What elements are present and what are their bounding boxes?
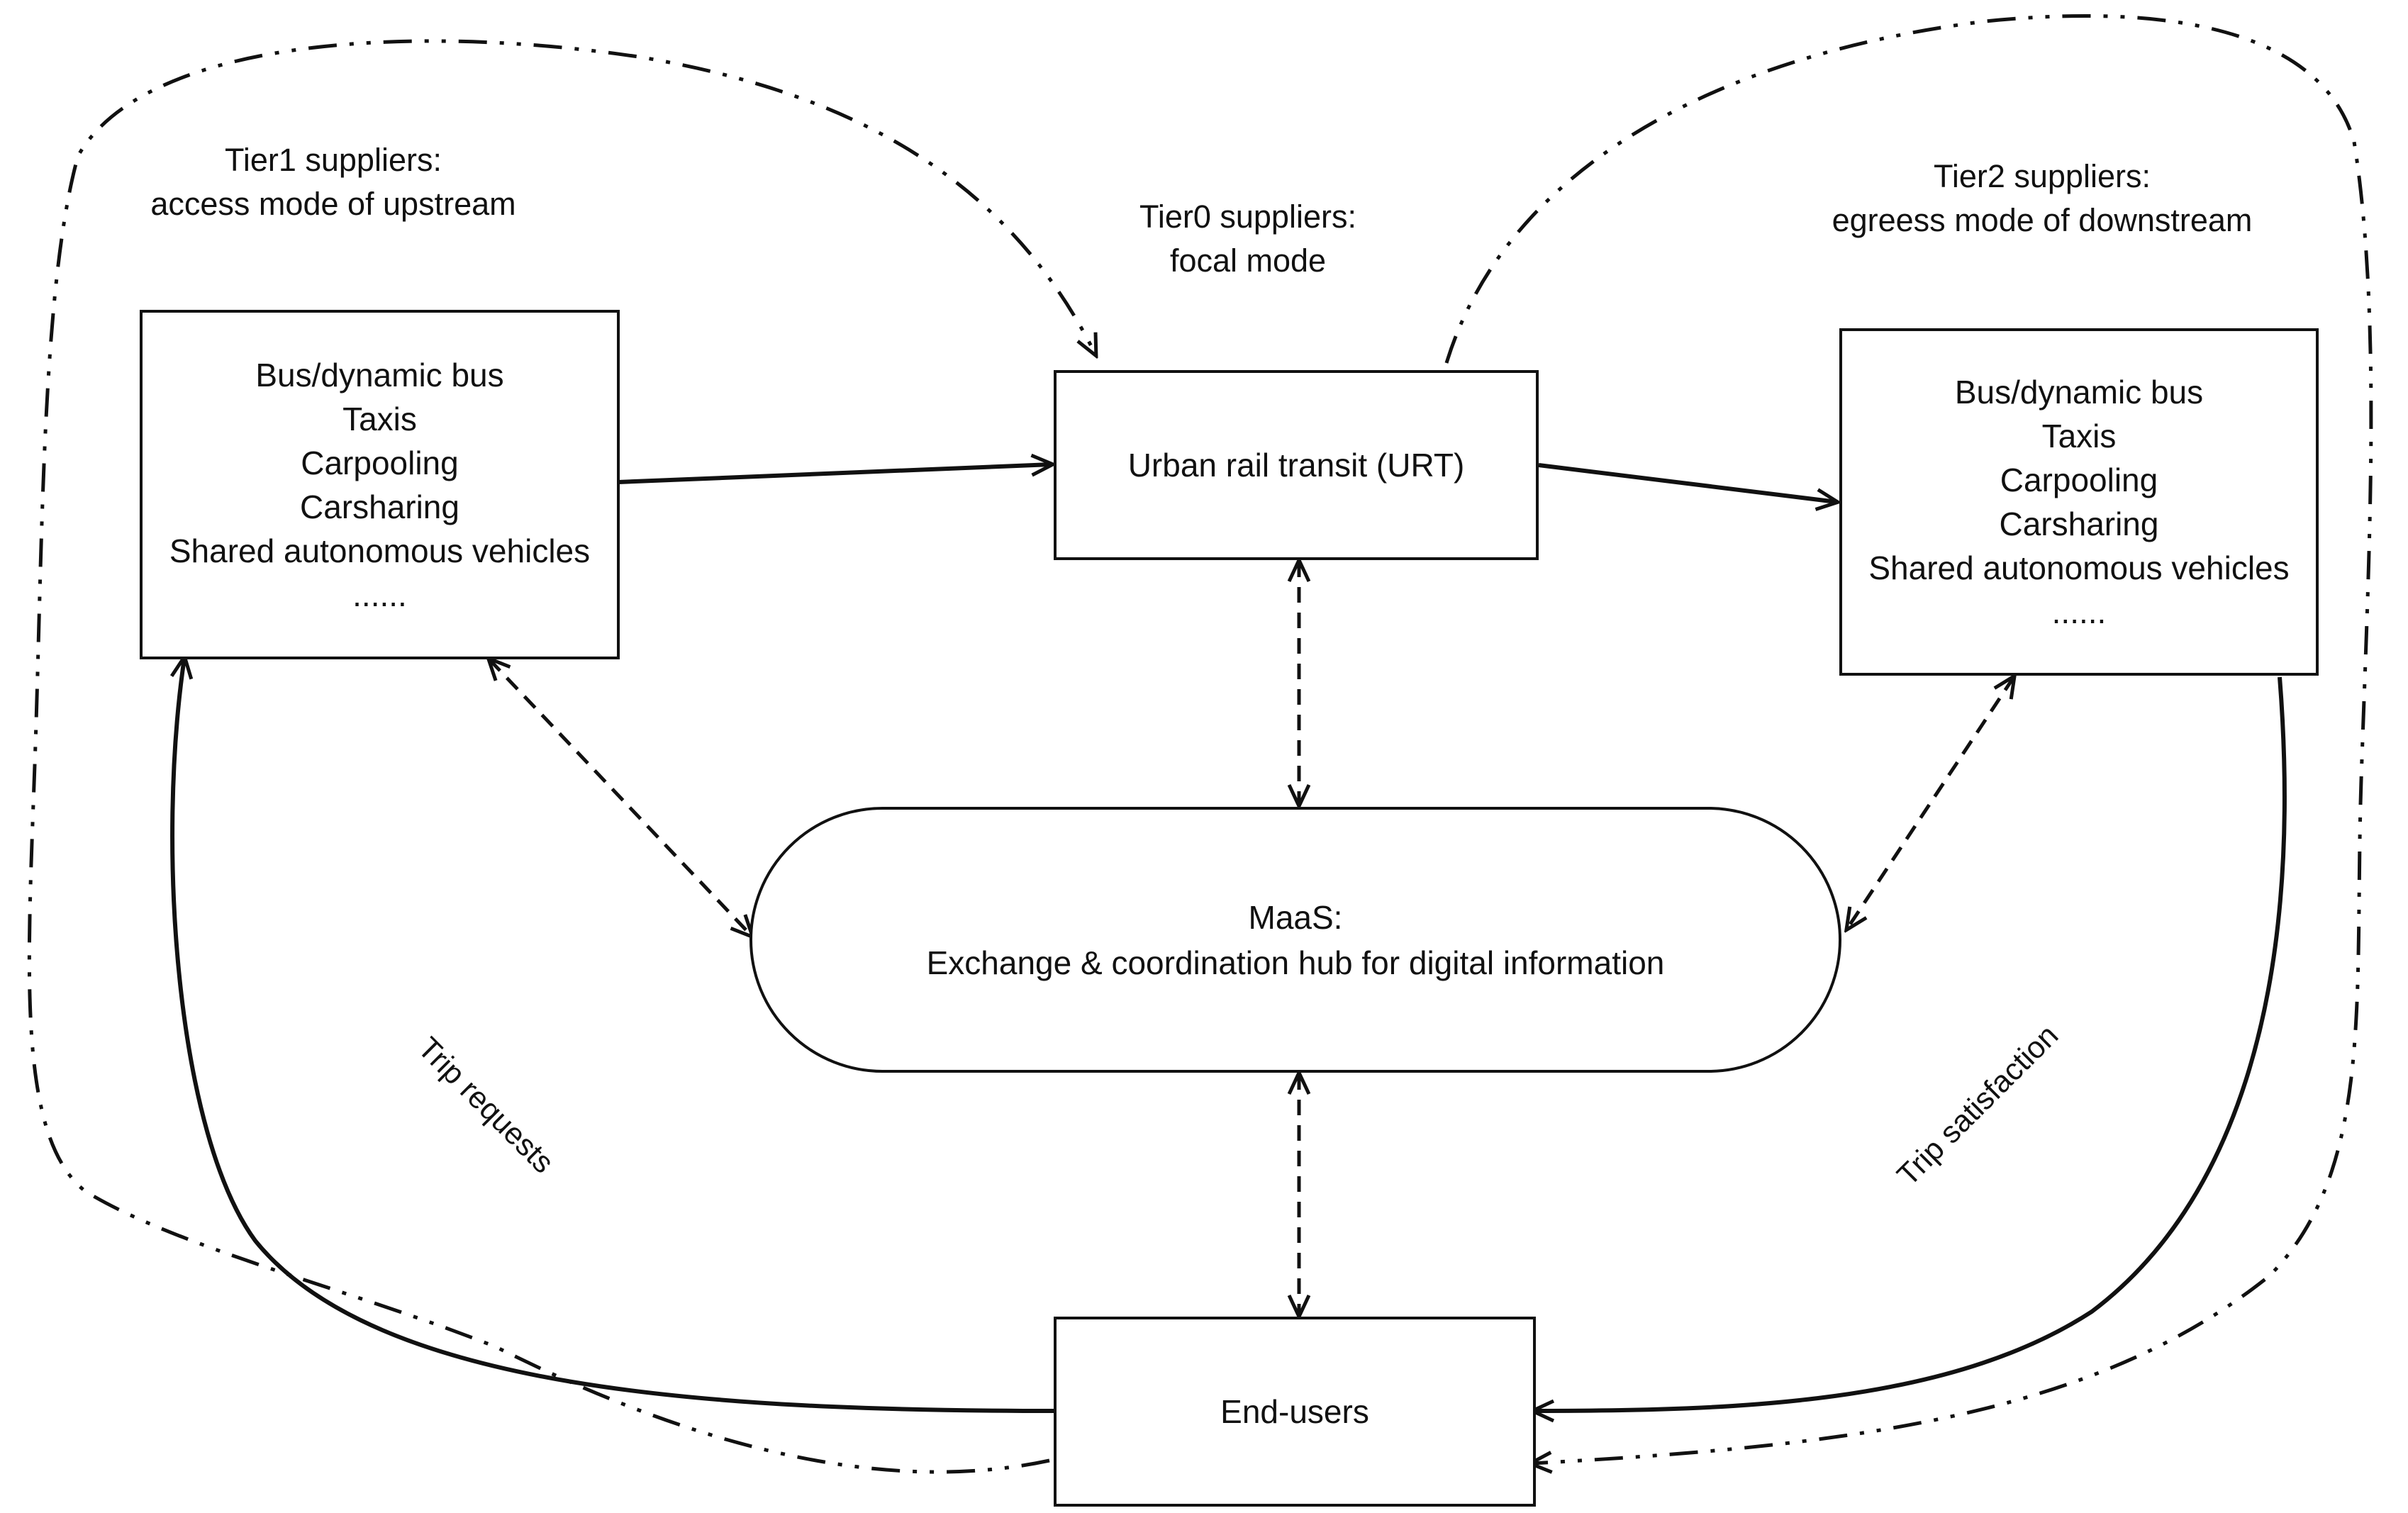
upstream-mode-list: Bus/dynamic bus Taxis Carpooling Carshar… — [169, 353, 590, 617]
downstream-suppliers-box: Bus/dynamic bus Taxis Carpooling Carshar… — [1839, 328, 2319, 676]
upstream-suppliers-box: Bus/dynamic bus Taxis Carpooling Carshar… — [140, 310, 620, 659]
list-item: Taxis — [342, 400, 417, 437]
list-item: Shared autonomous vehicles — [169, 532, 591, 569]
list-item: ...... — [352, 576, 407, 613]
list-item: Carpooling — [2000, 462, 2158, 498]
dashed-arrow-upstream-maas — [489, 659, 752, 936]
outer-loop-left — [27, 39, 1096, 1474]
end-users-label: End-users — [1220, 1393, 1369, 1430]
tier2-title: Tier2 suppliers: — [1934, 158, 2151, 194]
urt-box: Urban rail transit (URT) — [1054, 370, 1539, 560]
tier0-label: Tier0 suppliers: focal mode — [1064, 195, 1432, 283]
urt-label: Urban rail transit (URT) — [1127, 447, 1465, 484]
trip-requests-curve — [172, 658, 1057, 1413]
tier0-title: Tier0 suppliers: — [1139, 199, 1356, 235]
outer-loop-right — [1444, 14, 2373, 1463]
list-item: Carsharing — [1999, 506, 2159, 542]
list-item: Carpooling — [301, 444, 459, 481]
trip-satisfaction-curve — [1534, 676, 2287, 1411]
tier1-title: Tier1 suppliers: — [225, 142, 442, 178]
list-item: Bus/dynamic bus — [255, 356, 504, 393]
list-item: Carsharing — [299, 488, 459, 525]
arrow-upstream-to-urt — [618, 464, 1052, 484]
list-item: Taxis — [2041, 418, 2117, 454]
dashed-arrow-downstream-maas — [1847, 677, 2014, 929]
maas-subtitle: Exchange & coordination hub for digital … — [926, 944, 1665, 981]
tier0-subtitle: focal mode — [1169, 242, 1327, 279]
tier1-subtitle: access mode of upstream — [150, 186, 516, 222]
tier2-subtitle: egreess mode of downstream — [1832, 202, 2253, 238]
maas-hub: MaaS: Exchange & coordination hub for di… — [749, 807, 1841, 1073]
downstream-mode-list: Bus/dynamic bus Taxis Carpooling Carshar… — [1868, 370, 2289, 634]
list-item: ...... — [2051, 593, 2107, 630]
tier2-label: Tier2 suppliers: egreess mode of downstr… — [1794, 155, 2290, 242]
end-users-box: End-users — [1054, 1317, 1536, 1507]
maas-title: MaaS: — [1248, 898, 1343, 936]
arrow-urt-to-downstream — [1538, 463, 1836, 502]
tier1-label: Tier1 suppliers: access mode of upstream — [121, 138, 546, 226]
list-item: Bus/dynamic bus — [1954, 374, 2204, 411]
list-item: Shared autonomous vehicles — [1868, 549, 2290, 586]
